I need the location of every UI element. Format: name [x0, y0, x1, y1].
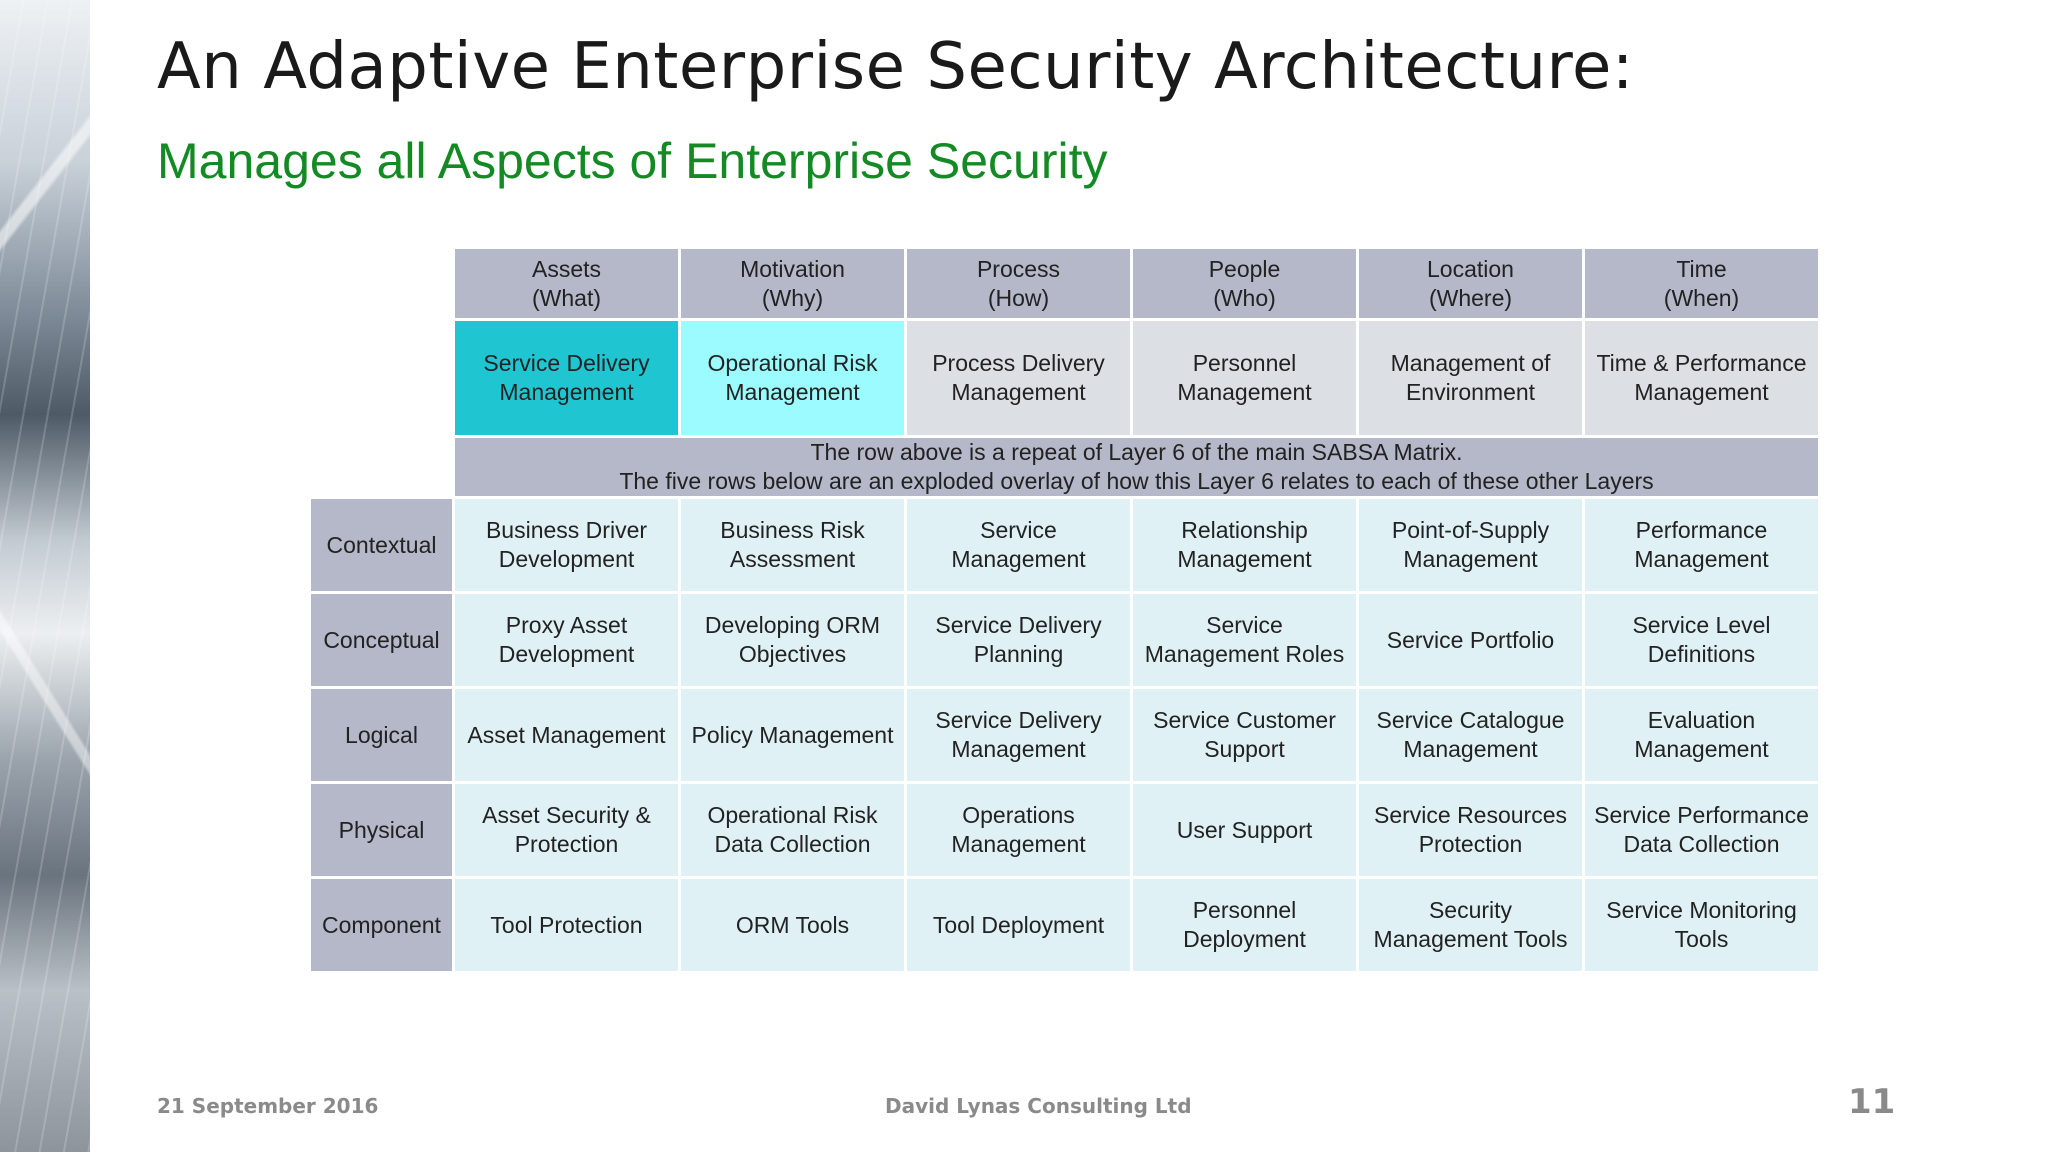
matrix-cell: User Support	[1130, 781, 1359, 879]
matrix-cell: Service Delivery Planning	[904, 591, 1133, 689]
layer-row-conceptual: Conceptual Proxy Asset Development Devel…	[308, 591, 1821, 689]
layer-row-physical: Physical Asset Security & Protection Ope…	[308, 781, 1821, 879]
layer-row-component: Component Tool Protection ORM Tools Tool…	[308, 876, 1821, 974]
explanation-note: The row above is a repeat of Layer 6 of …	[452, 435, 1821, 499]
row-label: Component	[308, 876, 455, 974]
matrix-cell: Point-of-Supply Management	[1356, 496, 1585, 594]
layer6-cell-location: Management of Environment	[1356, 318, 1585, 438]
matrix-cell: Service Monitoring Tools	[1582, 876, 1821, 974]
matrix-cell: Service Management Roles	[1130, 591, 1359, 689]
column-header-line2: (What)	[532, 284, 601, 311]
layer6-cell-time: Time & Performance Management	[1582, 318, 1821, 438]
matrix-cell: Service Portfolio	[1356, 591, 1585, 689]
matrix-cell: Tool Deployment	[904, 876, 1133, 974]
column-header-row: Assets(What) Motivation(Why) Process(How…	[308, 246, 1821, 321]
column-header-line1: Time	[1676, 255, 1727, 282]
matrix-cell: Policy Management	[678, 686, 907, 784]
footer-organization: David Lynas Consulting Ltd	[885, 1094, 1192, 1118]
column-header-line2: (Where)	[1428, 284, 1513, 311]
row-label: Logical	[308, 686, 455, 784]
matrix-cell: Service Level Definitions	[1582, 591, 1821, 689]
matrix-cell: ORM Tools	[678, 876, 907, 974]
layer-row-contextual: Contextual Business Driver Development B…	[308, 496, 1821, 594]
footer-date: 21 September 2016	[157, 1094, 379, 1118]
column-header-line1: Process	[976, 255, 1061, 282]
matrix-cell: Performance Management	[1582, 496, 1821, 594]
column-header-time: Time(When)	[1582, 246, 1821, 321]
column-header-line2: (How)	[987, 284, 1050, 311]
page-number: 11	[1848, 1082, 1896, 1122]
matrix-cell: Service Customer Support	[1130, 686, 1359, 784]
explanation-note-line1: The row above is a repeat of Layer 6 of …	[810, 439, 1463, 465]
row-label-blank-cell	[308, 318, 455, 438]
layer6-cell-assets: Service Delivery Management	[452, 318, 681, 438]
matrix-cell: Service Resources Protection	[1356, 781, 1585, 879]
column-header-line2: (Who)	[1213, 284, 1276, 311]
matrix-cell: Service Performance Data Collection	[1582, 781, 1821, 879]
column-header-line1: People	[1208, 255, 1281, 282]
column-header-line1: Location	[1427, 255, 1514, 282]
column-header-process: Process(How)	[904, 246, 1133, 321]
slide-title: An Adaptive Enterprise Security Architec…	[157, 30, 1634, 104]
matrix-cell: Business Risk Assessment	[678, 496, 907, 594]
explanation-row: The row above is a repeat of Layer 6 of …	[308, 435, 1821, 499]
matrix-cell: Asset Security & Protection	[452, 781, 681, 879]
column-header-line1: Assets	[531, 255, 602, 282]
matrix-cell: Service Management	[904, 496, 1133, 594]
column-header-line1: Motivation	[740, 255, 845, 282]
row-label: Physical	[308, 781, 455, 879]
decorative-side-image	[0, 0, 90, 1152]
column-header-line2: (Why)	[761, 284, 824, 311]
corner-blank-cell	[308, 246, 455, 321]
matrix-cell: Developing ORM Objectives	[678, 591, 907, 689]
column-header-people: People(Who)	[1130, 246, 1359, 321]
slide-subtitle: Manages all Aspects of Enterprise Securi…	[157, 133, 1108, 189]
row-label: Contextual	[308, 496, 455, 594]
column-header-location: Location(Where)	[1356, 246, 1585, 321]
layer6-row: Service Delivery Management Operational …	[308, 318, 1821, 438]
matrix-cell: Operational Risk Data Collection	[678, 781, 907, 879]
explanation-note-line2: The five rows below are an exploded over…	[619, 468, 1654, 494]
layer-row-logical: Logical Asset Management Policy Manageme…	[308, 686, 1821, 784]
column-header-motivation: Motivation(Why)	[678, 246, 907, 321]
matrix-cell: Business Driver Development	[452, 496, 681, 594]
sabsa-matrix-table: Assets(What) Motivation(Why) Process(How…	[308, 246, 1821, 974]
matrix-cell: Security Management Tools	[1356, 876, 1585, 974]
matrix-cell: Asset Management	[452, 686, 681, 784]
layer6-cell-people: Personnel Management	[1130, 318, 1359, 438]
layer6-cell-process: Process Delivery Management	[904, 318, 1133, 438]
matrix-cell: Service Delivery Management	[904, 686, 1133, 784]
row-label: Conceptual	[308, 591, 455, 689]
matrix-cell: Service Catalogue Management	[1356, 686, 1585, 784]
layer6-cell-motivation: Operational Risk Management	[678, 318, 907, 438]
matrix-cell: Evaluation Management	[1582, 686, 1821, 784]
matrix-cell: Relationship Management	[1130, 496, 1359, 594]
matrix-cell: Personnel Deployment	[1130, 876, 1359, 974]
column-header-assets: Assets(What)	[452, 246, 681, 321]
row-label-blank-cell	[308, 435, 455, 499]
matrix-cell: Operations Management	[904, 781, 1133, 879]
matrix-cell: Proxy Asset Development	[452, 591, 681, 689]
matrix-cell: Tool Protection	[452, 876, 681, 974]
column-header-line2: (When)	[1663, 284, 1740, 311]
